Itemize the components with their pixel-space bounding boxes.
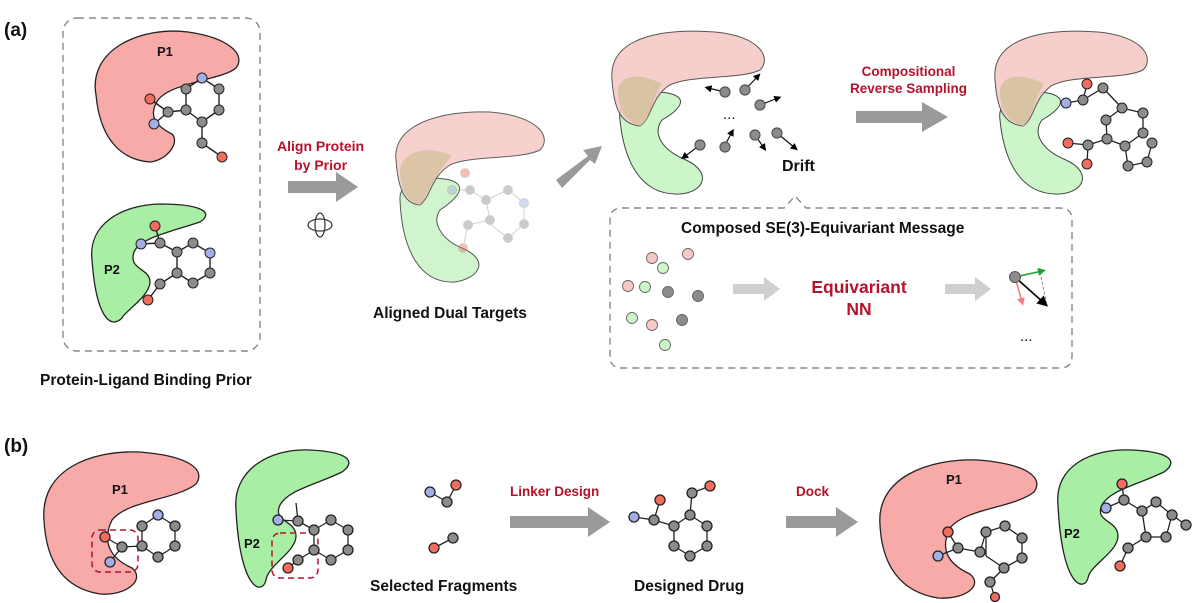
- dock-arrow: [786, 507, 858, 537]
- b-protein-p1-shape: [43, 451, 200, 595]
- protein-p2-shape: [91, 203, 207, 323]
- b-designed-drug: [628, 480, 716, 562]
- drift-ellipsis: ...: [723, 106, 736, 123]
- ligand-p2-atoms: [135, 220, 216, 306]
- protein-p1-shape: [94, 30, 240, 163]
- b-docked-ligand-p2: [1100, 478, 1192, 572]
- b-protein-p2-shape: [235, 449, 350, 588]
- dock-step-label: Dock: [796, 484, 830, 499]
- b-docked-ligand-p1: [932, 520, 1028, 603]
- final-ligand: [1065, 83, 1153, 167]
- diagonal-arrow: [556, 146, 602, 188]
- fragments-caption: Selected Fragments: [370, 578, 518, 595]
- align-step-label: Align Protein by Prior: [277, 138, 365, 173]
- rotation-icon: [307, 212, 333, 238]
- panel-label-b: (b): [4, 436, 29, 457]
- aligned-overlap-shape: [400, 150, 452, 205]
- b-docked-p1-shape: [879, 459, 1038, 599]
- sampling-arrow: [856, 102, 948, 132]
- final-ligand-atoms: [1060, 78, 1158, 172]
- drift-overlap-shape: [618, 76, 662, 126]
- message-particles: [622, 248, 704, 351]
- b-fragment-box-2: [271, 532, 319, 579]
- prior-caption: Protein-Ligand Binding Prior: [40, 372, 252, 389]
- protein-p2-label: P2: [104, 262, 120, 277]
- designed-caption: Designed Drug: [634, 578, 745, 595]
- linker-step-label: Linker Design: [510, 484, 600, 499]
- aligned-ligand: [447, 168, 529, 253]
- b-docked-p1-label: P1: [946, 472, 962, 487]
- message-arrow-in: [733, 277, 780, 301]
- b-protein-p2-label: P2: [244, 536, 260, 551]
- equivariant-output-vectors: [1009, 267, 1049, 307]
- final-overlap-shape: [1000, 76, 1044, 126]
- panel-label-a: (a): [4, 20, 28, 41]
- b-selected-fragments: [424, 479, 462, 554]
- b-ligand-p1: [99, 509, 181, 568]
- aligned-caption: Aligned Dual Targets: [373, 305, 527, 322]
- prior-box: [62, 17, 261, 352]
- equivariant-nn-label: Equivariant NN: [811, 277, 907, 319]
- b-docked-p2-shape: [1057, 449, 1172, 585]
- b-protein-p1-label: P1: [112, 482, 128, 497]
- linker-arrow: [510, 507, 610, 537]
- align-arrow: [288, 172, 358, 202]
- composed-caption: Composed SE(3)-Equivariant Message: [681, 220, 965, 237]
- b-fragment-box-1: [91, 529, 139, 573]
- drift-particles: [681, 73, 798, 160]
- compositional-step-label: Compositional Reverse Sampling: [850, 64, 968, 96]
- message-ellipsis: ...: [1020, 328, 1033, 345]
- ligand-p1-atoms: [144, 72, 228, 163]
- b-ligand-p2: [272, 502, 354, 574]
- drift-caption: Drift: [782, 158, 815, 175]
- message-arrow-out: [945, 277, 991, 301]
- protein-p1-label: P1: [157, 44, 173, 59]
- b-docked-p2-label: P2: [1064, 526, 1080, 541]
